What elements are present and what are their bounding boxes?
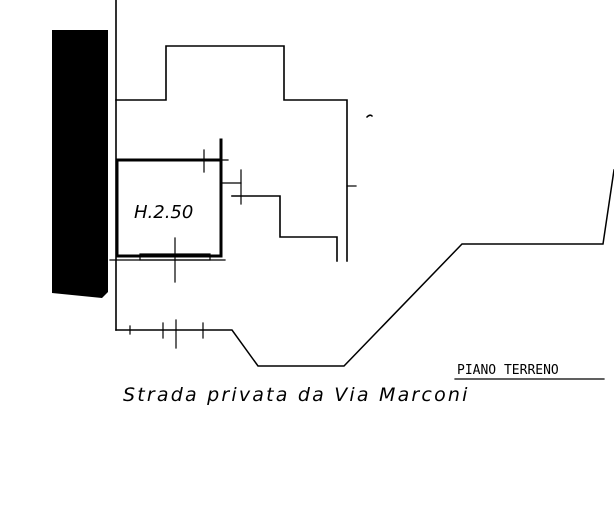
floor-label: PIANO TERRENO (457, 363, 559, 378)
garage-room (109, 138, 242, 283)
small-mark (365, 114, 374, 119)
street-label: Strada privata da Via Marconi (123, 384, 470, 406)
building-outline (115, 0, 348, 262)
building-outline-inner (231, 195, 338, 262)
room-height-label: H.2.50 (134, 202, 193, 223)
boundary-wall-hatch (52, 30, 108, 298)
lot-outline (115, 169, 614, 367)
